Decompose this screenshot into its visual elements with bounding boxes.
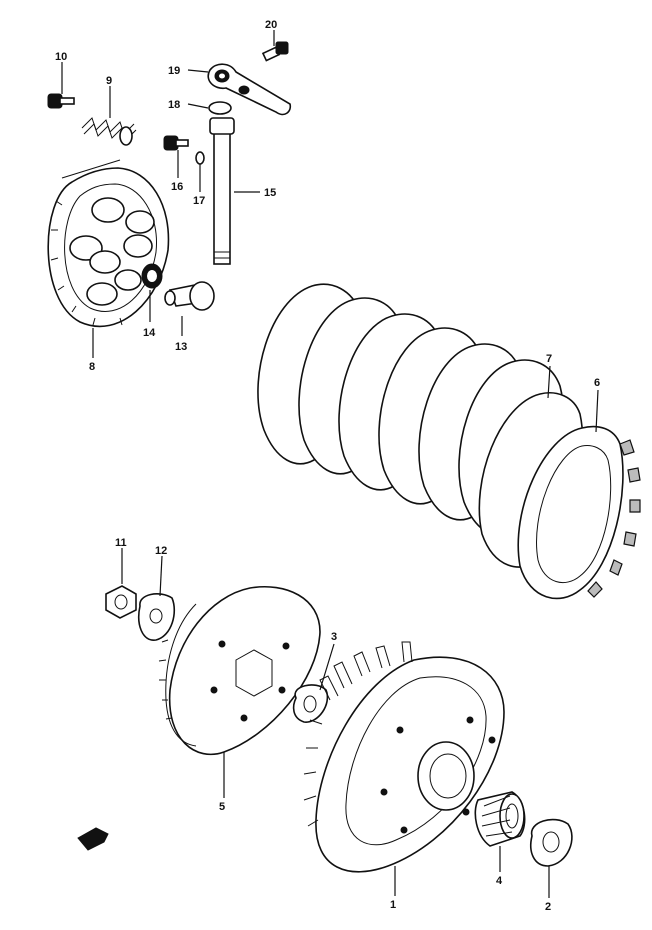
label-part-14: 14 — [143, 327, 156, 339]
label-part-10: 10 — [55, 51, 67, 63]
label-part-9: 9 — [106, 75, 112, 87]
label-part-17: 17 — [193, 195, 205, 207]
clutch-hub — [158, 586, 321, 756]
label-part-19: 19 — [168, 65, 180, 77]
clutch-plate-stack — [257, 283, 641, 600]
label-part-16: 16 — [171, 181, 183, 193]
front-arrow-icon — [77, 827, 109, 851]
label-part-13: 13 — [175, 341, 187, 353]
label-part-4: 4 — [496, 875, 503, 887]
label-part-12: 12 — [155, 545, 167, 557]
label-part-3: 3 — [331, 631, 337, 643]
label-part-6: 6 — [594, 377, 600, 389]
label-part-5: 5 — [219, 801, 225, 813]
leader-lines — [61, 30, 599, 898]
push-piece — [164, 281, 215, 311]
label-part-8: 8 — [89, 361, 95, 373]
clutch-housing — [303, 641, 505, 873]
lock-washer — [138, 593, 176, 641]
label-part-1: 1 — [390, 899, 396, 911]
small-bolt — [163, 135, 189, 151]
label-part-7: 7 — [546, 353, 552, 365]
release-shaft — [209, 117, 235, 265]
washer — [530, 818, 573, 867]
needle-bearing — [474, 791, 526, 847]
spring-bolt — [47, 93, 75, 109]
nut — [105, 585, 137, 619]
arm-bolt — [261, 41, 289, 62]
release-arm — [207, 63, 292, 116]
label-part-18: 18 — [168, 99, 180, 111]
label-part-11: 11 — [115, 537, 127, 549]
clutch-spring — [81, 117, 137, 146]
label-part-2: 2 — [545, 901, 551, 913]
pressure-plate — [47, 159, 170, 328]
thrust-washer — [292, 684, 329, 723]
label-part-20: 20 — [265, 19, 277, 31]
o-ring — [195, 151, 205, 165]
label-part-15: 15 — [264, 187, 276, 199]
